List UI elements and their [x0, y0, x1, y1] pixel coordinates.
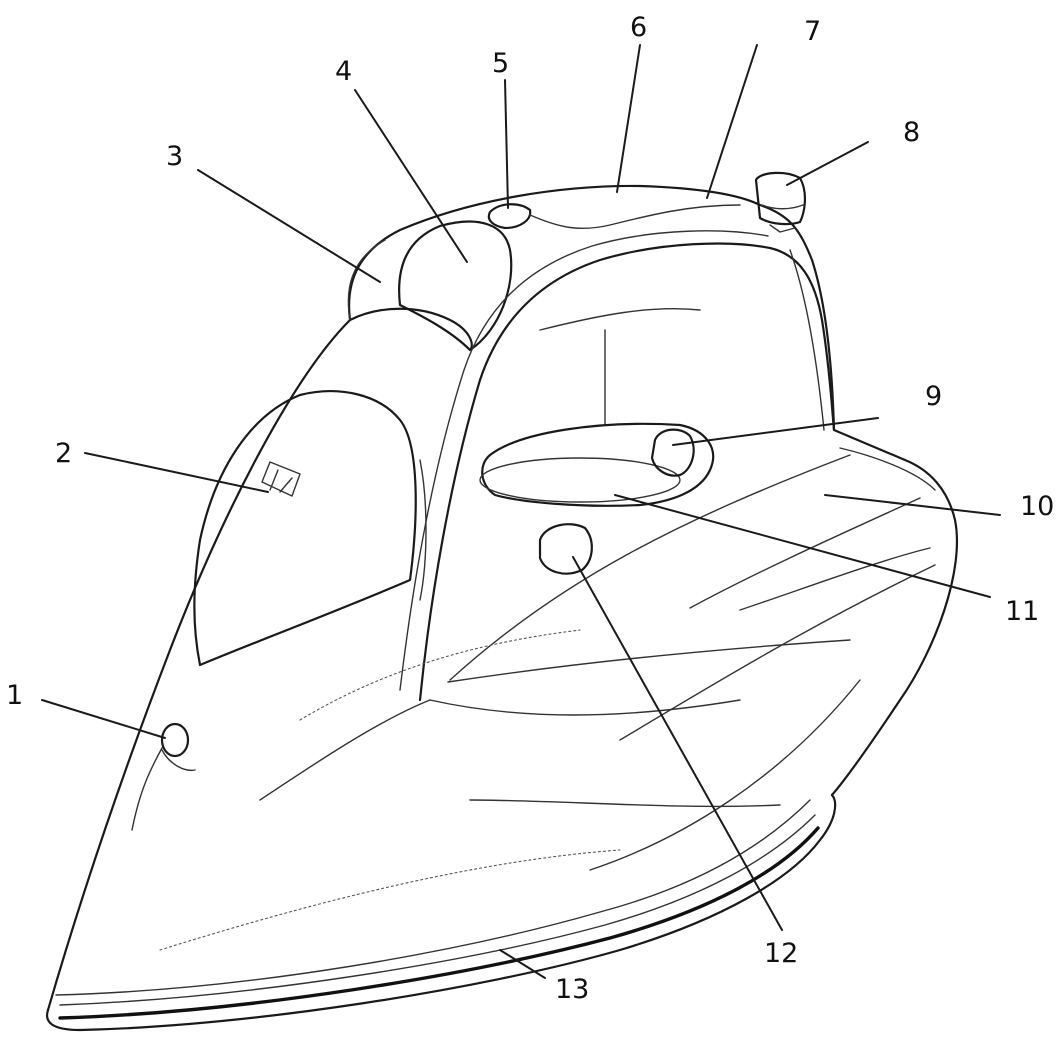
label-part-9: 9: [925, 381, 942, 412]
leader-4: [354, 89, 468, 263]
temperature-dial-knob: [650, 428, 695, 477]
body-swoosh-5: [469, 799, 781, 808]
label-part-10: 10: [1020, 491, 1054, 522]
leader-6: [616, 44, 641, 193]
logo-badge: [261, 461, 301, 497]
indicator-light: [160, 722, 190, 758]
spray-button: [487, 203, 532, 230]
leader-1: [41, 699, 166, 739]
rear-panel-line-2: [447, 639, 851, 683]
label-part-8: 8: [903, 117, 920, 148]
handle-window-line: [539, 308, 701, 331]
front-hood: [348, 307, 473, 352]
handle-rear-post: [789, 249, 825, 431]
rear-panel-line: [449, 454, 851, 681]
label-part-4: 4: [335, 56, 352, 87]
body-swoosh-3: [619, 564, 936, 741]
label-part-7: 7: [804, 16, 821, 47]
body-swoosh-7: [739, 547, 931, 611]
label-part-11: 11: [1005, 596, 1039, 627]
soleplate-inner: [59, 814, 816, 1006]
label-part-6: 6: [630, 12, 647, 43]
water-tank-window-inner: [419, 459, 427, 601]
leader-lines: [41, 44, 1001, 979]
body-swoosh-1: [259, 699, 431, 801]
soleplate-outer: [45, 793, 837, 1032]
body-swoosh-4: [689, 497, 921, 609]
rear-top-edge: [839, 447, 936, 491]
body-swoosh-6: [589, 679, 861, 871]
body-shade-2: [299, 629, 581, 721]
iron-outline: [46, 184, 959, 1012]
label-part-1: 1: [6, 680, 23, 711]
leader-11: [614, 494, 991, 598]
iron-body: [46, 184, 959, 1012]
body-swoosh-2: [429, 699, 741, 716]
leader-10: [824, 494, 1001, 516]
soleplate-top: [55, 799, 811, 996]
soleplate: [45, 793, 837, 1032]
dial-ring: [479, 457, 681, 503]
handle-inner-arch-2: [399, 230, 769, 691]
dial-platform: [481, 422, 715, 507]
leader-8: [786, 141, 869, 186]
label-part-5: 5: [492, 48, 509, 79]
label-part-12: 12: [764, 938, 798, 969]
label-part-3: 3: [166, 141, 183, 172]
leader-2: [84, 452, 269, 493]
handle-top-line: [529, 204, 741, 230]
handle-inner-arch: [418, 242, 836, 702]
water-tank-window: [193, 390, 417, 667]
soleplate-edge: [58, 826, 820, 1020]
leader-9: [672, 417, 879, 446]
label-part-13: 13: [555, 974, 589, 1005]
leader-7: [706, 44, 758, 199]
leader-5: [504, 79, 509, 209]
leader-13: [499, 949, 546, 979]
part-labels: 1 2 3 4 5 6 7 8 9 10 11 12 13: [6, 12, 1054, 1005]
handle-rear-shell: [347, 239, 386, 321]
label-part-2: 2: [55, 438, 72, 469]
leader-3: [197, 169, 381, 283]
body-shade-1: [159, 849, 621, 951]
steam-control-button: [538, 523, 593, 575]
steam-button: [398, 220, 513, 352]
nose-ridge: [131, 747, 163, 831]
leader-12: [572, 556, 783, 931]
cord-guard: [754, 171, 806, 233]
